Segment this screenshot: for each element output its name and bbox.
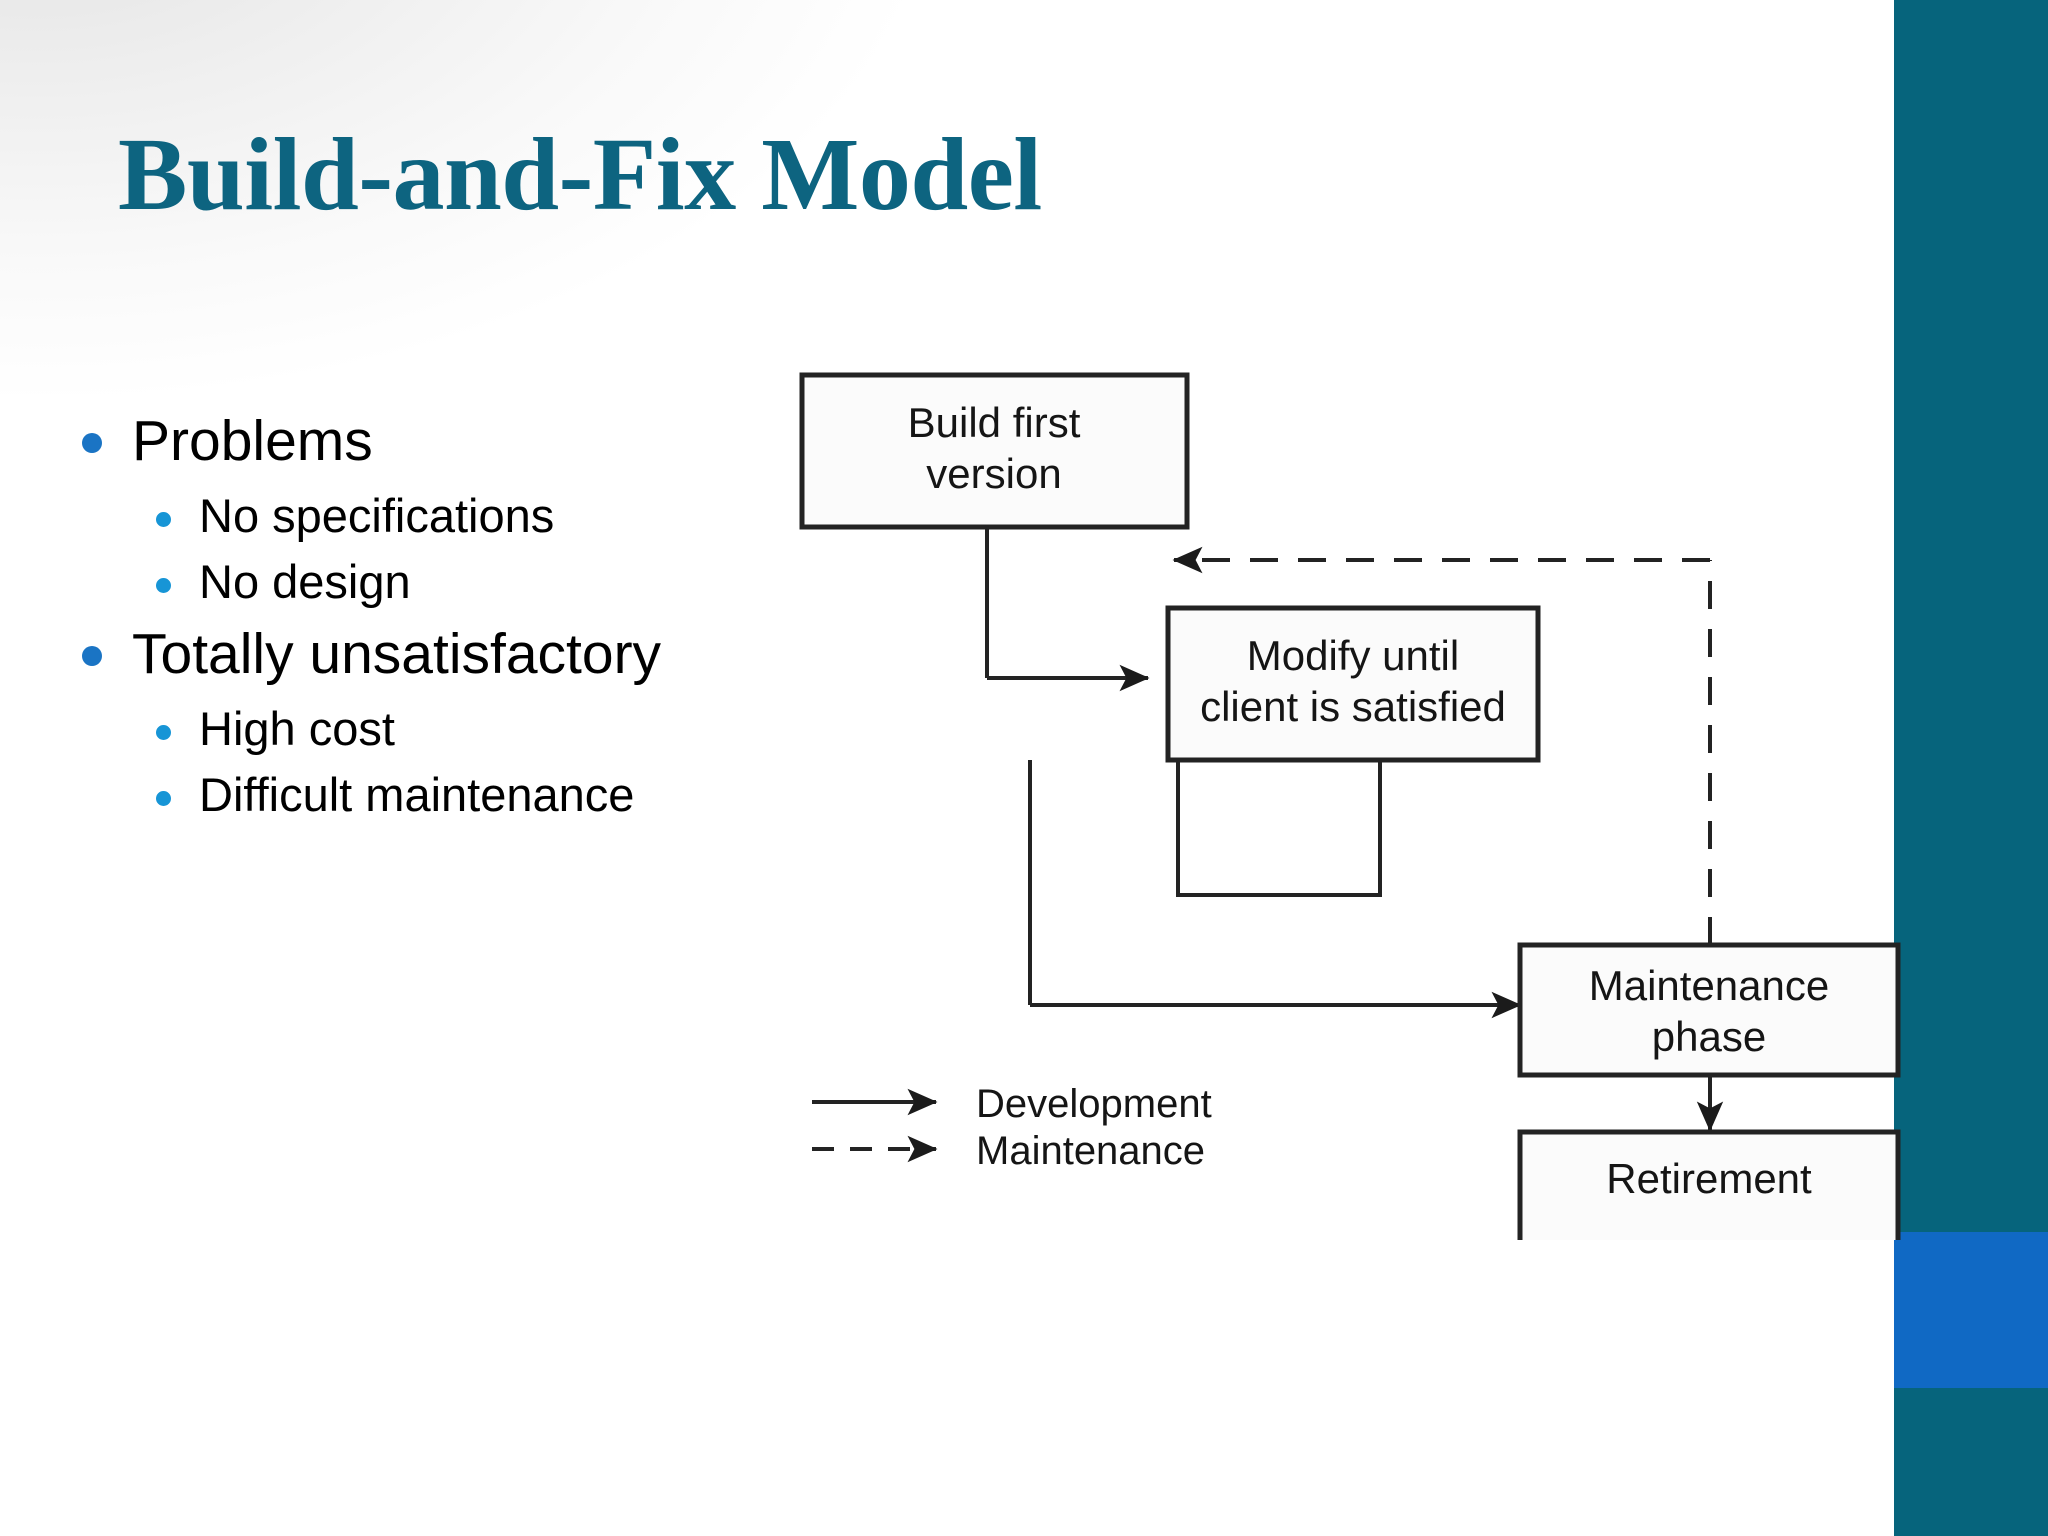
diagram-box-label-line1: Maintenance: [1589, 962, 1830, 1009]
diagram-box-modify-until-client-is-satisfied: Modify until client is satisfied: [1165, 605, 1541, 763]
list-item: No design: [70, 552, 830, 612]
diagram-box-label-line1: Build first: [908, 399, 1081, 446]
list-item: Difficult maintenance: [70, 765, 830, 825]
bullet-text: High cost: [199, 702, 395, 756]
list-item: High cost: [70, 699, 830, 759]
page-title: Build-and-Fix Model: [118, 117, 1042, 232]
diagram-box-build-first-version: Build first version: [799, 372, 1190, 530]
legend-label: Development: [976, 1082, 1212, 1126]
build-and-fix-flow-diagram: Build first version Modify until client …: [790, 360, 1930, 1240]
list-item: Totally unsatisfactory: [70, 618, 830, 691]
diagram-box-label-line2: client is satisfied: [1200, 683, 1506, 730]
bullet-text: No specifications: [199, 488, 555, 542]
bullet-dot-icon: [156, 511, 171, 527]
bullet-dot-icon: [156, 578, 171, 594]
diagram-box-maintenance-phase: Maintenance phase: [1517, 942, 1901, 1078]
legend-label: Maintenance: [976, 1129, 1205, 1173]
bullet-dot-icon: [82, 646, 102, 667]
diagram-box-label-line1: Retirement: [1606, 1155, 1812, 1202]
bullet-text: Totally unsatisfactory: [132, 622, 662, 687]
diagram-box-label-line1: Modify until: [1247, 632, 1459, 679]
diagram-box-label-line2: phase: [1652, 1013, 1766, 1060]
diagram-legend: Development Maintenance: [812, 1082, 1212, 1173]
list-item: No specifications: [70, 486, 830, 546]
bullet-text: No design: [199, 555, 411, 609]
list-item: Problems: [70, 405, 830, 478]
bullet-list: Problems No specifications No design Tot…: [70, 405, 830, 832]
right-band-accent-block: [1894, 1232, 2048, 1388]
bullet-dot-icon: [156, 791, 171, 807]
bullet-dot-icon: [156, 725, 171, 741]
bullet-dot-icon: [82, 433, 102, 453]
diagram-box-retirement: Retirement: [1517, 1129, 1901, 1240]
slide-background: [0, 0, 1894, 1536]
diagram-box-label-line2: version: [926, 450, 1061, 497]
bullet-text: Difficult maintenance: [199, 768, 635, 822]
bullet-text: Problems: [132, 409, 373, 473]
